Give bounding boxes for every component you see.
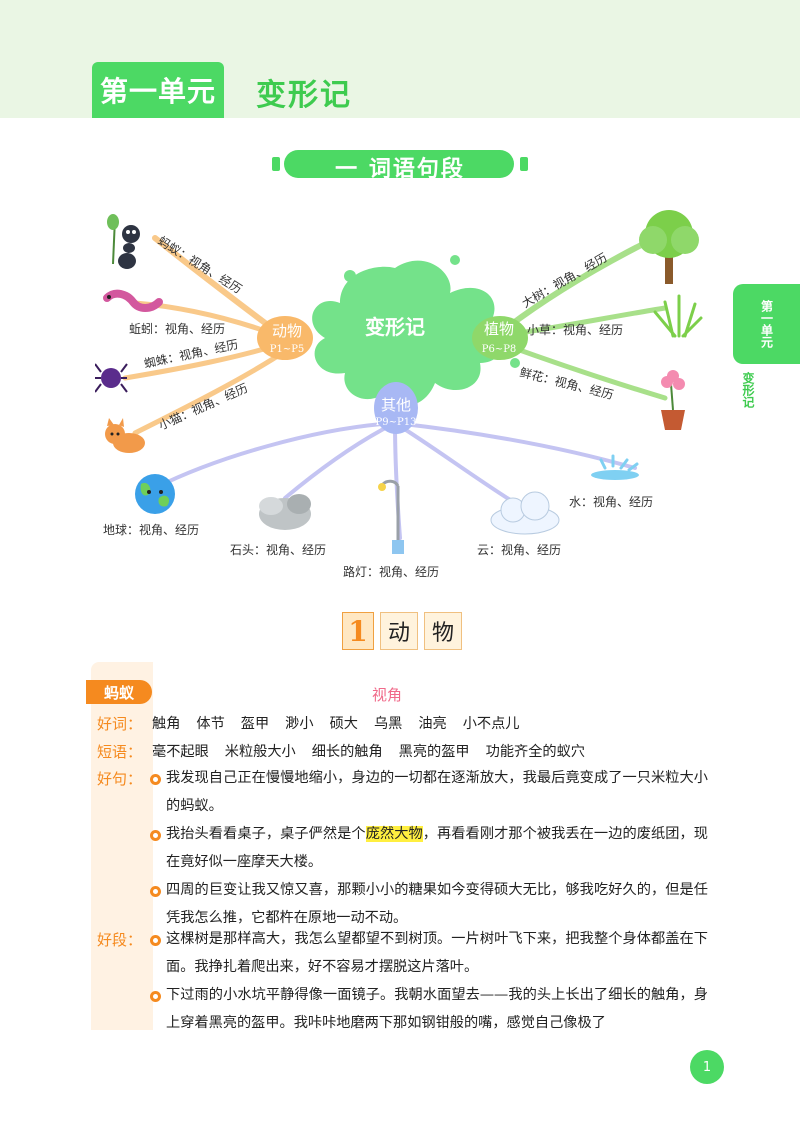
earth-illustration bbox=[135, 474, 175, 514]
section-title-cap-right bbox=[520, 157, 528, 171]
other-item-water: 水：视角、经历 bbox=[569, 494, 653, 509]
other-item-cloud: 云：视角、经历 bbox=[477, 542, 561, 557]
plant-item-tree: 大树：视角、经历 bbox=[519, 250, 610, 311]
plant-item-grass: 小草：视角、经历 bbox=[527, 322, 623, 337]
good-sentence-1: 我发现自己正在慢慢地缩小，身边的一切都在逐渐放大，我最后竟变成了一只米粒大小的蚂… bbox=[166, 770, 708, 814]
group-plant-name: 植物 bbox=[484, 320, 514, 338]
phrase: 细长的触角 bbox=[311, 744, 383, 760]
good-word: 体节 bbox=[196, 716, 225, 732]
branch-plant-1 bbox=[497, 235, 658, 336]
other-item-earth: 地球：视角、经历 bbox=[103, 522, 199, 537]
ant-illustration bbox=[107, 214, 140, 269]
group-plant-pages: P6~P8 bbox=[482, 344, 517, 355]
plant-item-flower: 鲜花：视角、经历 bbox=[518, 364, 615, 402]
good-paragraphs-label: 好段： bbox=[97, 931, 143, 949]
group-other-pages: P9~P13 bbox=[376, 417, 417, 428]
bullet-icon bbox=[150, 774, 161, 785]
animal-item-ant: 蚂蚁：视角、经历 bbox=[155, 233, 244, 297]
branch-animal-4 bbox=[132, 345, 293, 436]
branch-other-5 bbox=[393, 421, 637, 470]
good-word: 小不点儿 bbox=[462, 716, 520, 732]
unit-label: 第一单元 bbox=[92, 62, 224, 118]
sentence-part: 我抬头看看桌子，桌子俨然是个 bbox=[166, 826, 366, 842]
group-animal-pages: P1~P5 bbox=[270, 344, 305, 355]
side-tab-title: 变形记 bbox=[741, 372, 755, 408]
phrase: 功能齐全的蚁穴 bbox=[485, 744, 585, 760]
earthworm-illustration bbox=[103, 289, 163, 312]
bullet-icon bbox=[150, 886, 161, 897]
cat-illustration bbox=[105, 418, 145, 453]
lesson-char-1: 动 bbox=[380, 612, 418, 650]
lesson-number: 1 bbox=[342, 612, 374, 650]
section-title: 一 词语句段 bbox=[272, 146, 528, 182]
lesson-char-2: 物 bbox=[424, 612, 462, 650]
bullet-icon bbox=[150, 991, 161, 1002]
phrase: 米粒般大小 bbox=[224, 744, 296, 760]
good-word: 油亮 bbox=[418, 716, 447, 732]
mind-map: 变形记 动物 P1~P5 植物 P6~P8 其他 P9~P13 蚂蚁：视角、经历… bbox=[94, 198, 705, 588]
section-title-bar bbox=[284, 150, 514, 178]
good-word: 触角 bbox=[152, 716, 181, 732]
group-other-name: 其他 bbox=[381, 396, 411, 414]
good-word: 渺小 bbox=[285, 716, 314, 732]
unit-title: 变形记 bbox=[256, 78, 352, 113]
other-item-stone: 石头：视角、经历 bbox=[230, 542, 326, 557]
bullet-icon bbox=[150, 935, 161, 946]
stone-illustration bbox=[259, 494, 311, 530]
side-tab-unit[interactable]: 第一单元 bbox=[733, 284, 800, 364]
phrases-label: 短语： bbox=[97, 743, 143, 761]
phrases-list: 毫不起眼米粒般大小细长的触角黑亮的盔甲功能齐全的蚁穴 bbox=[152, 742, 601, 762]
branch-other-4 bbox=[393, 421, 517, 505]
flower-illustration bbox=[661, 370, 685, 430]
good-sentence-3: 四周的巨变让我又惊又喜，那颗小小的糖果如今变得硕大无比，够我吃好久的，但是任凭我… bbox=[166, 882, 708, 926]
good-paragraph-1: 这棵树是那样高大，我怎么望都望不到树顶。一片树叶飞下来，把我整个身体都盖在下面。… bbox=[166, 931, 708, 975]
center-splash bbox=[257, 255, 528, 434]
cloud-illustration bbox=[490, 491, 560, 535]
branch-other-2 bbox=[283, 421, 397, 500]
phrase: 毫不起眼 bbox=[152, 744, 209, 760]
bullet-icon bbox=[150, 830, 161, 841]
entry-tag: 蚂蚁 bbox=[86, 680, 152, 704]
good-sentence-2: 我抬头看看桌子，桌子俨然是个庞然大物，再看看刚才那个被我丢在一边的废纸团，现在竟… bbox=[166, 820, 708, 876]
water-illustration bbox=[591, 454, 639, 480]
other-item-streetlamp: 路灯：视角、经历 bbox=[343, 564, 439, 579]
good-word: 盔甲 bbox=[240, 716, 270, 732]
good-word: 乌黑 bbox=[373, 716, 403, 732]
good-sentences-label: 好句： bbox=[97, 770, 143, 788]
good-words-label: 好词： bbox=[97, 715, 143, 733]
sentence-part: ，再看看刚才那个被我丢在一边的废纸团，现在竟好似一座摩天大楼。 bbox=[166, 826, 708, 870]
page-number: 1 bbox=[690, 1050, 724, 1084]
section-title-text: 一 词语句段 bbox=[335, 157, 465, 182]
tree-illustration bbox=[639, 210, 699, 284]
animal-item-earthworm: 蚯蚓：视角、经历 bbox=[129, 321, 225, 336]
good-paragraph-2: 下过雨的小水坑平静得像一面镜子。我朝水面望去——我的头上长出了细长的触角，身上穿… bbox=[166, 987, 708, 1031]
view-label: 视角 bbox=[372, 686, 403, 704]
phrase: 黑亮的盔甲 bbox=[398, 744, 470, 760]
label-strip bbox=[91, 662, 153, 1030]
good-word: 硕大 bbox=[329, 716, 358, 732]
spider-illustration bbox=[94, 363, 128, 393]
streetlamp-illustration bbox=[378, 479, 404, 554]
good-words-list: 触角体节盔甲渺小硕大乌黑油亮小不点儿 bbox=[152, 714, 536, 734]
highlighted-phrase: 庞然大物 bbox=[365, 826, 423, 842]
lesson-heading: 1 动 物 bbox=[342, 612, 462, 650]
mindmap-center: 变形记 bbox=[365, 315, 425, 339]
section-title-cap-left bbox=[272, 157, 280, 171]
group-animal-name: 动物 bbox=[272, 322, 302, 340]
grass-illustration bbox=[653, 294, 703, 338]
branch-other-1 bbox=[153, 421, 397, 490]
animal-item-cat: 小猫：视角、经历 bbox=[156, 380, 250, 433]
